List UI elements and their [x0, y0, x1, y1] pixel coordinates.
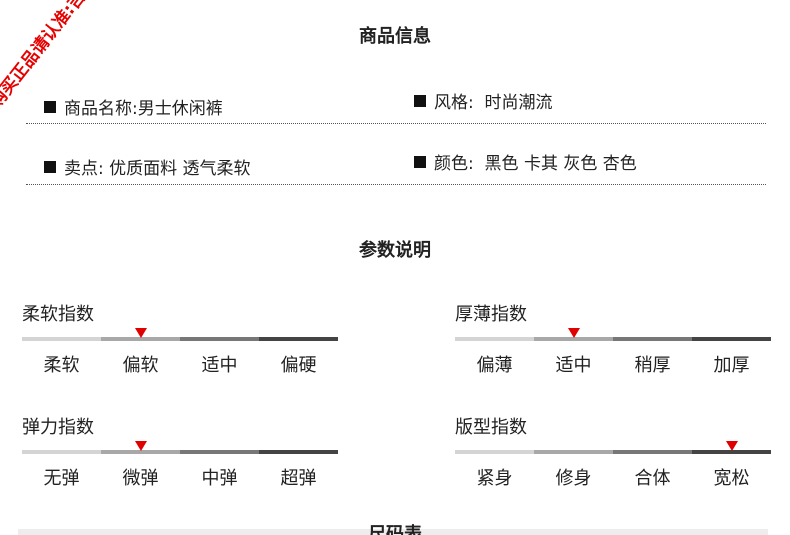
square-bullet-icon — [414, 95, 426, 107]
bar-segment — [613, 337, 692, 341]
product-name-value: 男士休闲裤 — [137, 99, 223, 119]
product-info-title: 商品信息 — [359, 26, 431, 47]
color-label: 颜色: — [434, 154, 474, 174]
scale-option: 无弹 — [43, 468, 80, 489]
scale-option: 宽松 — [713, 468, 750, 489]
scale-option: 偏硬 — [280, 355, 317, 376]
bar-segment — [534, 450, 613, 454]
thickness-marker-icon — [567, 328, 580, 338]
bar-segment — [613, 450, 692, 454]
style-value: 时尚潮流 — [484, 93, 553, 113]
product-name-label: 商品名称: — [64, 99, 138, 119]
scale-option: 紧身 — [476, 468, 513, 489]
bar-segment — [534, 337, 613, 341]
elasticity-marker-icon — [134, 441, 147, 451]
bar-segment — [259, 450, 338, 454]
scale-option: 适中 — [201, 355, 238, 376]
color-value: 黑色 卡其 灰色 杏色 — [484, 154, 637, 174]
square-bullet-icon — [414, 156, 426, 168]
elasticity-index-labels: 无弹 微弹 中弹 超弹 — [22, 464, 338, 490]
bar-segment — [692, 337, 771, 341]
bar-segment — [455, 337, 534, 341]
style-label: 风格: — [434, 93, 474, 113]
scale-option: 修身 — [555, 468, 592, 489]
scale-option: 超弹 — [280, 468, 317, 489]
fit-index-bar — [455, 450, 771, 454]
thickness-index-labels: 偏薄 适中 稍厚 加厚 — [455, 351, 771, 377]
bar-segment — [22, 450, 101, 454]
scale-option: 稍厚 — [634, 355, 671, 376]
scale-option: 中弹 — [201, 468, 238, 489]
fit-marker-icon — [725, 441, 738, 451]
bar-segment — [180, 450, 259, 454]
divider — [26, 184, 766, 185]
bar-segment — [259, 337, 338, 341]
scale-option: 柔软 — [43, 355, 80, 376]
bar-segment — [692, 450, 771, 454]
thickness-index-bar — [455, 337, 771, 341]
next-section-band — [18, 529, 768, 535]
scale-option: 偏软 — [122, 355, 159, 376]
elasticity-index-title: 弹力指数 — [22, 417, 94, 438]
selling-point-value: 优质面料 透气柔软 — [109, 159, 251, 179]
bar-segment — [101, 337, 180, 341]
fit-index-title: 版型指数 — [455, 417, 527, 438]
scale-option: 微弹 — [122, 468, 159, 489]
size-chart-title-partial: 尺码表 — [368, 524, 422, 535]
bar-segment — [101, 450, 180, 454]
fit-index-labels: 紧身 修身 合体 宽松 — [455, 464, 771, 490]
softness-marker-icon — [134, 328, 147, 338]
softness-index-title: 柔软指数 — [22, 304, 94, 325]
scale-option: 加厚 — [713, 355, 750, 376]
softness-index-labels: 柔软 偏软 适中 偏硬 — [22, 351, 338, 377]
info-product-name: 商品名称:男士休闲裤 — [44, 94, 223, 119]
bar-segment — [180, 337, 259, 341]
softness-index-bar — [22, 337, 338, 341]
scale-option: 合体 — [634, 468, 671, 489]
scale-option: 适中 — [555, 355, 592, 376]
square-bullet-icon — [44, 161, 56, 173]
bar-segment — [455, 450, 534, 454]
square-bullet-icon — [44, 101, 56, 113]
params-title: 参数说明 — [359, 240, 431, 261]
info-color: 颜色: 黑色 卡其 灰色 杏色 — [414, 149, 637, 174]
divider — [26, 123, 766, 124]
selling-point-label: 卖点: — [64, 159, 104, 179]
info-selling-point: 卖点: 优质面料 透气柔软 — [44, 154, 251, 179]
info-style: 风格: 时尚潮流 — [414, 88, 553, 113]
scale-option: 偏薄 — [476, 355, 513, 376]
bar-segment — [22, 337, 101, 341]
thickness-index-title: 厚薄指数 — [455, 304, 527, 325]
elasticity-index-bar — [22, 450, 338, 454]
